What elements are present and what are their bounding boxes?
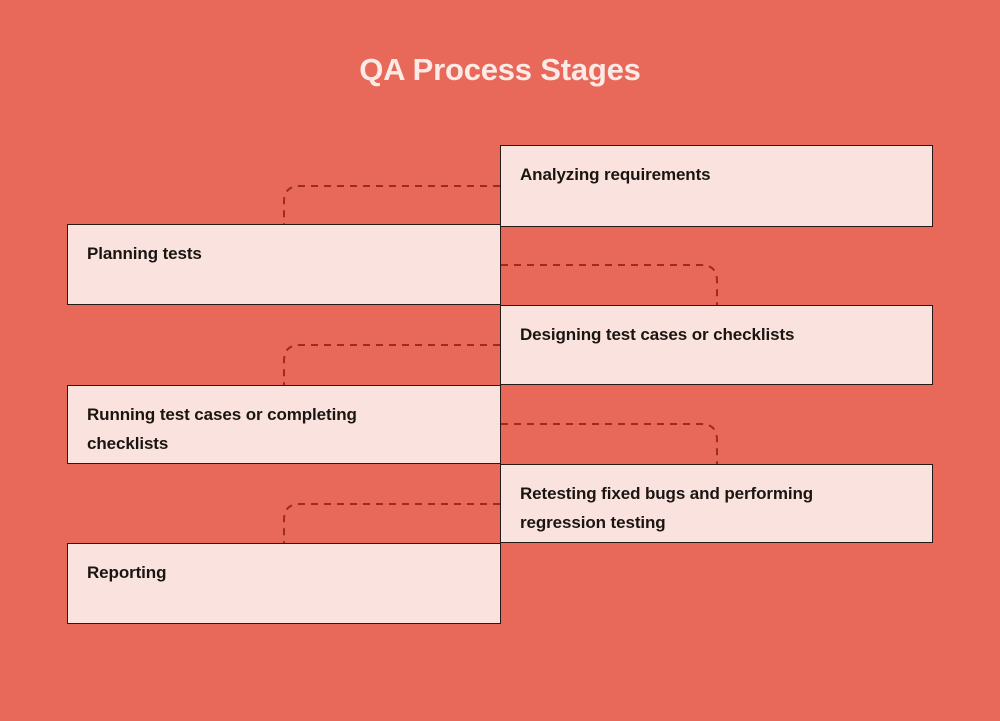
stage-box-5[interactable]: Retesting fixed bugs and performing regr…: [500, 464, 933, 543]
page-title: QA Process Stages: [359, 52, 641, 87]
stage-label-2: Planning tests: [87, 244, 202, 263]
stage-label-1: Analyzing requirements: [520, 165, 711, 184]
stage-box-3[interactable]: Designing test cases or checklists: [500, 305, 933, 385]
stage-box-2[interactable]: Planning tests: [67, 224, 501, 305]
stage-label-6: Reporting: [87, 563, 167, 582]
stage-label-3: Designing test cases or checklists: [520, 325, 795, 344]
stage-box-1[interactable]: Analyzing requirements: [500, 145, 933, 227]
connector-1-to-2: [283, 185, 500, 225]
stage-box-6[interactable]: Reporting: [67, 543, 501, 624]
connector-3-to-4: [283, 344, 500, 386]
connector-5-to-6: [283, 503, 500, 544]
stage-label-5: Retesting fixed bugs and performing regr…: [520, 484, 814, 532]
stage-label-4: Running test cases or completing checkli…: [87, 405, 357, 453]
connector-2-to-3: [501, 264, 718, 305]
connector-4-to-5: [501, 423, 718, 464]
stage-box-4[interactable]: Running test cases or completing checkli…: [67, 385, 501, 464]
